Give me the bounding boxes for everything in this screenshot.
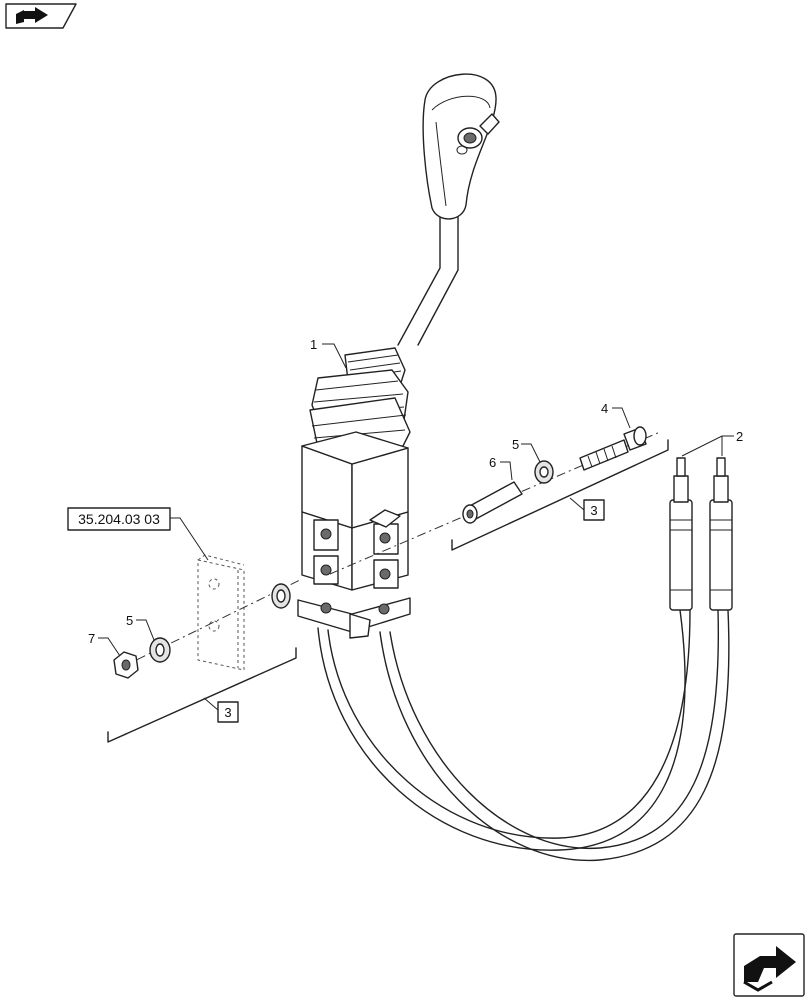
- valve-body: [297, 431, 411, 639]
- callout-4: 4: [601, 401, 608, 416]
- callout-3-right: 3: [590, 503, 597, 518]
- leader-7: [98, 637, 121, 657]
- callout-5-left: 5: [126, 613, 133, 628]
- reference-box-label: 35.204.03 03: [78, 511, 160, 527]
- pin-6: [462, 481, 523, 524]
- callout-5-right: 5: [512, 437, 519, 452]
- hose-fittings: [669, 457, 733, 611]
- leader-5-left: [136, 619, 155, 641]
- leader-1: [322, 343, 347, 369]
- reference-link[interactable]: 35.204.03 03: [67, 507, 171, 531]
- callout-3-left-box: [217, 701, 239, 723]
- washer-5-left: [149, 637, 171, 663]
- rubber-boot: [309, 347, 411, 449]
- callout-6: 6: [489, 455, 496, 470]
- callout-7: 7: [88, 631, 95, 646]
- next-page-arrow-icon[interactable]: [733, 933, 805, 997]
- callout-1: 1: [310, 337, 317, 352]
- callout-3-right-box: [583, 499, 605, 521]
- leader-4: [612, 407, 631, 429]
- hydraulic-hoses: [317, 609, 730, 862]
- leader-ref: [170, 517, 209, 561]
- nut-7: [113, 651, 139, 679]
- leader-3-right: [569, 497, 585, 511]
- leader-2: [681, 435, 734, 457]
- callout-2: 2: [736, 429, 743, 444]
- group-bracket-right: [451, 439, 669, 551]
- bolt-4: [579, 426, 647, 471]
- book-arrow-icon[interactable]: [5, 3, 77, 29]
- leader-5-right: [521, 443, 541, 463]
- washer-5-right: [534, 460, 554, 484]
- mounting-bracket: [197, 554, 245, 671]
- joystick-handle: [397, 73, 500, 346]
- reference-box[interactable]: [67, 507, 171, 531]
- callout-3-left: 3: [224, 705, 231, 720]
- leader-6: [500, 461, 513, 481]
- group-bracket-left: [107, 647, 297, 743]
- washer-left: [271, 583, 291, 609]
- leader-3-left: [203, 697, 219, 711]
